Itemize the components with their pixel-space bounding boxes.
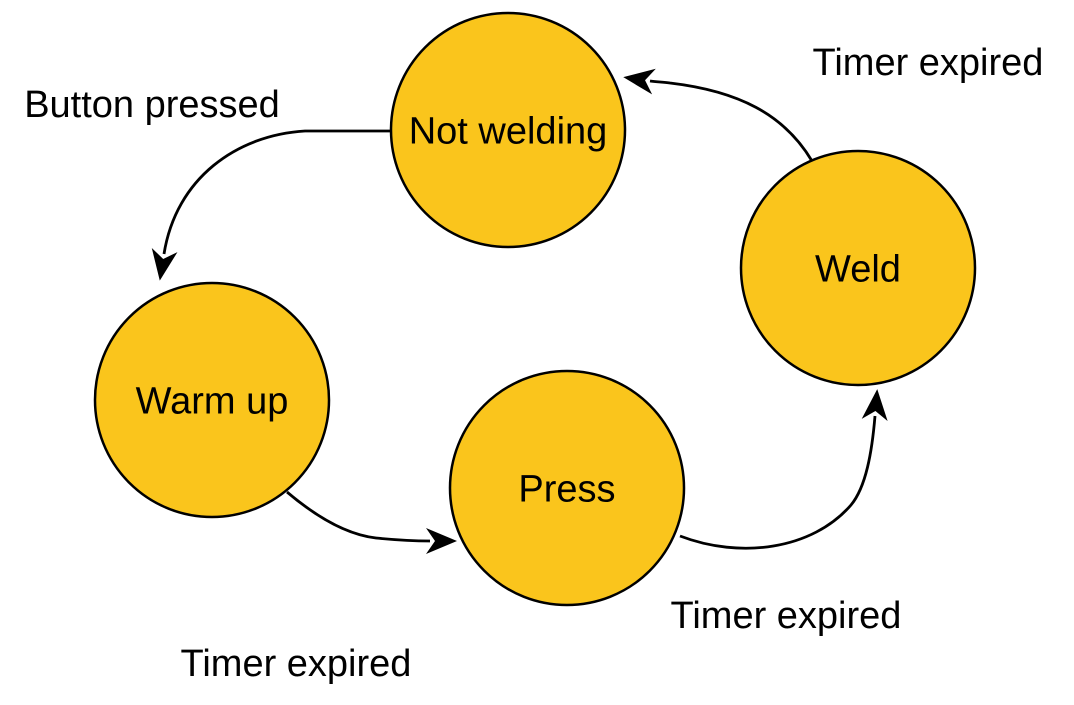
state-label-weld: Weld	[815, 248, 901, 290]
state-label-press: Press	[518, 468, 615, 510]
transition-label-timer-expired-bottom: Timer expired	[181, 643, 412, 685]
state-label-not-welding: Not welding	[409, 110, 608, 152]
transition-arrow-warmup-to-press	[286, 490, 457, 554]
transition-label-timer-expired-top: Timer expired	[813, 42, 1044, 84]
transition-arrow-weld-to-notwelding	[623, 68, 814, 162]
state-node-not-welding: Not welding	[389, 11, 627, 249]
transition-label-timer-expired-right: Timer expired	[671, 595, 902, 637]
state-node-warm-up: Warm up	[93, 281, 331, 519]
transition-label-button-pressed: Button pressed	[24, 84, 280, 126]
transition-arrow-notwelding-to-warmup	[151, 129, 391, 281]
state-node-press: Press	[448, 369, 686, 607]
state-circle-not-welding	[389, 11, 627, 249]
transition-arrow-press-to-weld	[679, 389, 888, 550]
state-circle-weld	[739, 149, 977, 387]
state-node-weld: Weld	[739, 149, 977, 387]
state-circle-press	[448, 369, 686, 607]
state-circle-warm-up	[93, 281, 331, 519]
state-label-warm-up: Warm up	[136, 380, 289, 422]
